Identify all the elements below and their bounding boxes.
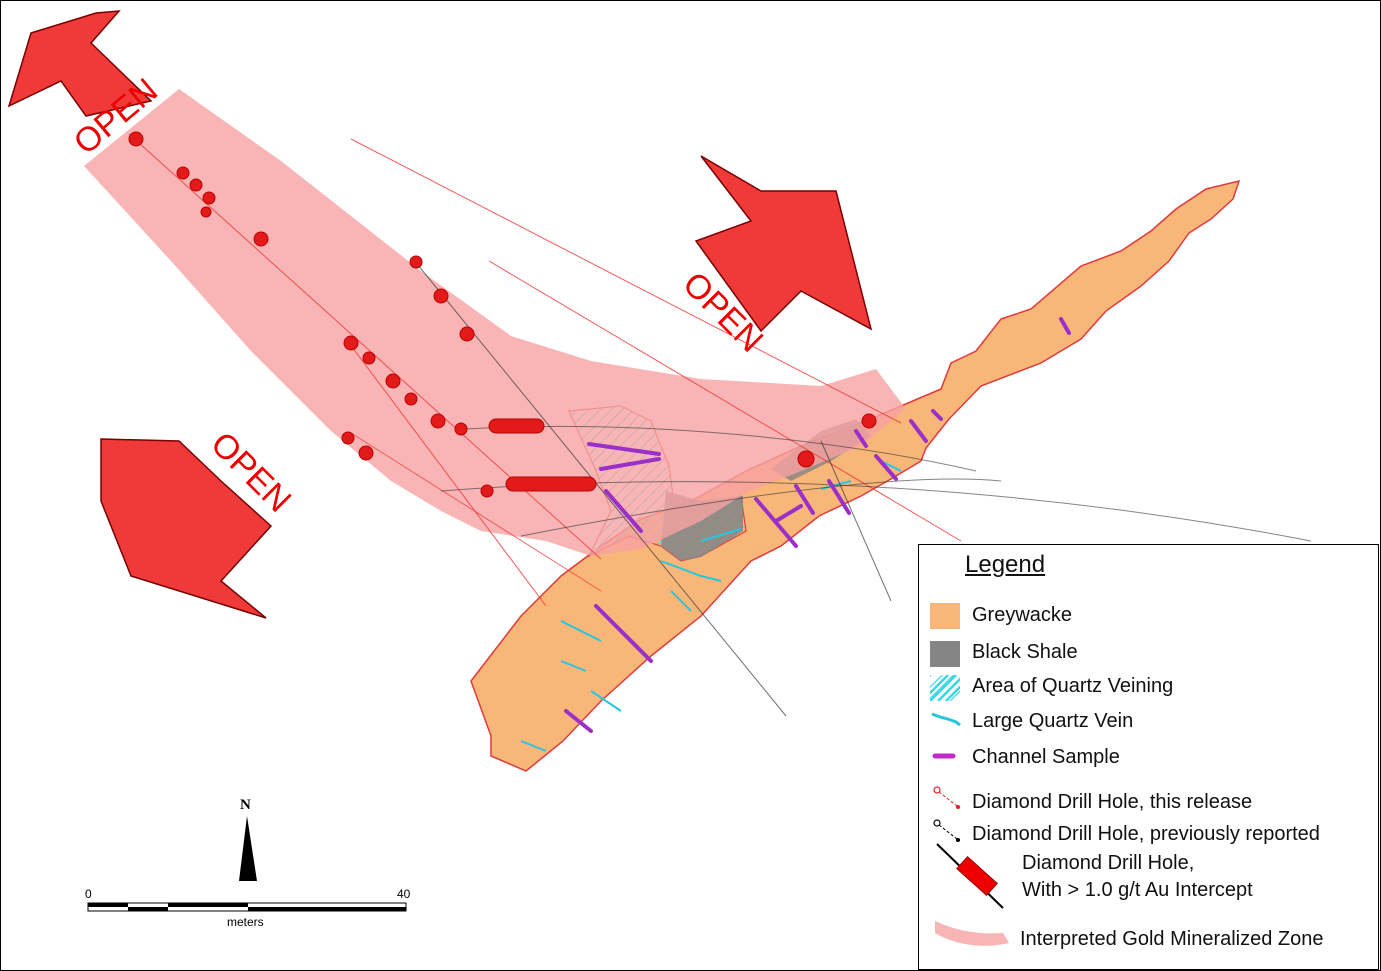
- black-shale-swatch-icon: [930, 641, 960, 667]
- greywacke-swatch-icon: [930, 603, 960, 629]
- open-arrow-southwest: [100, 438, 273, 619]
- open-arrow-northeast: [694, 155, 873, 333]
- legend-label-drill-intercept-line2: With > 1.0 g/t Au Intercept: [1022, 879, 1253, 901]
- drill-intercepts: [128, 131, 877, 498]
- channel-sample-icon: [932, 753, 956, 759]
- legend-label-drill-hole-new: Diamond Drill Hole, this release: [972, 791, 1253, 813]
- legend-label-quartz-veining: Area of Quartz Veining: [972, 675, 1174, 697]
- drill-hole-previous-icon: [933, 819, 960, 842]
- legend-label-large-quartz-vein: Large Quartz Vein: [972, 710, 1134, 732]
- scale-min-label: 0: [85, 887, 92, 901]
- legend-label-black-shale: Black Shale: [972, 641, 1078, 663]
- legend-label-channel-sample: Channel Sample: [972, 746, 1120, 768]
- large-quartz-vein-icon: [931, 712, 961, 727]
- legend-panel: Legend Greywacke Black Shale Area of Qua…: [918, 544, 1379, 970]
- legend-title: Legend: [965, 551, 1046, 578]
- mineralized-zone: [84, 89, 906, 556]
- channel-samples: [564, 317, 1071, 733]
- north-arrow-icon: [239, 816, 257, 881]
- legend-label-greywacke: Greywacke: [972, 604, 1073, 626]
- quartz-veining-hatch-icon: [930, 675, 960, 701]
- scale-bar: [87, 902, 407, 912]
- open-arrow-northwest: [7, 10, 153, 117]
- legend-label-drill-intercept-line1: Diamond Drill Hole,: [1022, 852, 1195, 874]
- legend-label-drill-hole-previous: Diamond Drill Hole, previously reported: [972, 823, 1320, 845]
- scale-unit-label: meters: [227, 915, 264, 929]
- drill-intercept-icon: [936, 843, 1004, 909]
- drill-hole-new-icon: [933, 786, 960, 809]
- north-label: N: [240, 797, 251, 813]
- legend-label-mineralized-zone: Interpreted Gold Mineralized Zone: [1020, 928, 1324, 950]
- scale-max-label: 40: [397, 887, 411, 901]
- mineralized-zone-icon: [935, 921, 1009, 946]
